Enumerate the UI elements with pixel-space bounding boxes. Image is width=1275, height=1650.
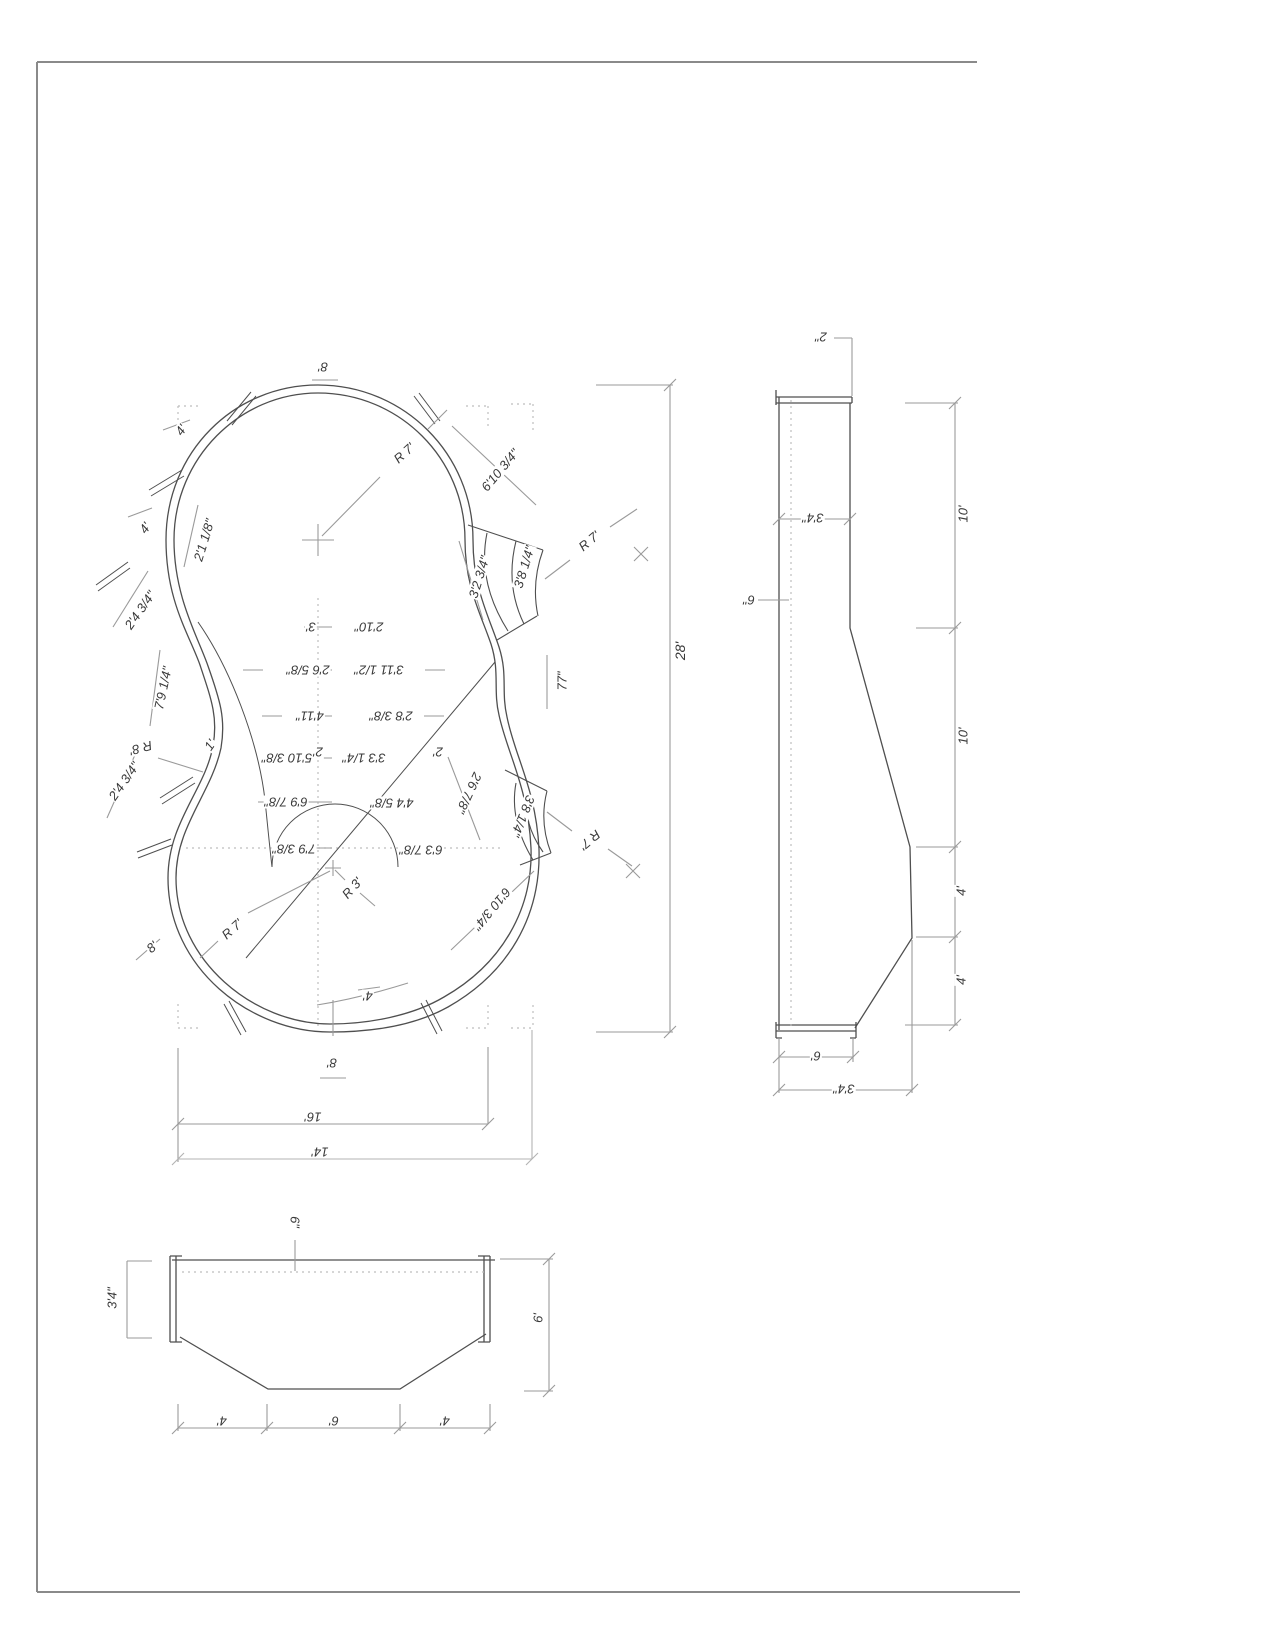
plan-bottom-offset-4: 4' [362, 988, 374, 1004]
plan-depth-row6-b: 6'3 7/8" [398, 842, 444, 858]
plan-depth-row4-d: 2' [432, 744, 444, 760]
profile-floor-line [849, 403, 913, 1029]
hopper-center-cross [325, 860, 341, 876]
plan-rim-top-right: 6'10 3/4" [478, 445, 522, 495]
r7-step-top-leader [544, 508, 638, 580]
pool-outline [165, 384, 540, 1033]
plan-radius-left-r8: R 8' [127, 737, 155, 759]
plan-width-16: 16' [303, 1109, 323, 1125]
side-lip-2: 2" [814, 329, 828, 345]
radius-leaders [199, 409, 649, 959]
pool-steps-upper [467, 524, 544, 641]
plan-depth-row2-a: 2'6 5/8" [285, 662, 331, 678]
r7-step-top-center [633, 546, 649, 562]
plan-step-top-a: 3'2 3/4" [465, 553, 493, 601]
side-shallow-depth: 3'4" [801, 510, 825, 526]
side-waterline-6: 6" [742, 592, 756, 608]
plan-depth-row4-c: 3'3 1/4" [341, 750, 387, 766]
profile-dimensions [758, 337, 962, 1097]
section-dimensions [126, 1240, 556, 1435]
dim-14ft [178, 1030, 533, 1160]
cs-bottom-4-right: 4' [439, 1413, 451, 1429]
r7-top-leader [321, 409, 448, 537]
dim-bottom-widths [177, 1404, 491, 1431]
dim-bottom [778, 940, 913, 1093]
plan-step-left-dim: 2'1 1/8" [190, 516, 218, 564]
dim-depth-6ft [500, 1258, 553, 1392]
plan-depth-row5-a: 6'9 7/8" [263, 794, 309, 810]
plan-length-28: 28' [672, 640, 688, 662]
plan-depth-row5-b: 4'4 5/8" [369, 795, 415, 811]
dim-wall-3ft4 [126, 1260, 152, 1339]
r3-leader [334, 869, 376, 907]
dim-28ft [596, 384, 673, 1033]
sheet-border [36, 61, 1020, 1593]
r7-step-bottom-leader [546, 811, 633, 867]
section-left-wall [169, 1255, 182, 1343]
plan-rim-bottom-right: 6'10 3/4" [470, 884, 514, 934]
r7-bottom-left-leader [199, 870, 331, 959]
plan-left-dim-b: 7'9 1/4" [151, 664, 175, 712]
profile-bottom-cap [775, 1022, 857, 1039]
plan-width-77: 77" [554, 670, 570, 692]
plan-depth-row2-b: 3'11 1/2" [353, 662, 405, 678]
plan-dimensions [171, 378, 677, 1166]
top-lobe-center-cross [302, 524, 334, 556]
plan-bottom-8: 8' [326, 1055, 338, 1071]
pool-cross-section-view [126, 1240, 556, 1435]
pool-steps-lower [504, 769, 552, 866]
side-seg-10-a: 10' [955, 504, 971, 524]
profile-top-cap [775, 390, 853, 405]
pool-long-profile-view [758, 337, 962, 1097]
section-floor [179, 1333, 487, 1390]
side-seg-4-a: 4' [953, 885, 969, 897]
plan-left-dim-a: 2'4 3/4" [121, 587, 159, 633]
plan-offset-left-4: 4' [136, 519, 154, 537]
plan-step-bottom-b: 3'8 1/4" [507, 792, 539, 840]
cs-wall-depth-3-4: 3'4" [104, 1286, 120, 1310]
plan-radius-bottom-left-r7: R 7' [218, 915, 246, 943]
section-right-wall [478, 1255, 491, 1343]
plan-waist-offset-1: 1' [201, 736, 219, 754]
plan-depth-row6-a: 7'9 3/8" [271, 841, 317, 857]
cs-waterline-6: 6" [287, 1215, 303, 1229]
dim-16ft [177, 1047, 489, 1162]
side-bottom-6: 6' [810, 1048, 822, 1064]
dim-right-segments [905, 402, 958, 1026]
profile-geometry [775, 390, 913, 1039]
side-bottom-3-4: 3'4" [832, 1081, 856, 1097]
plan-depth-row3-b: 2'8 3/8" [368, 708, 414, 724]
cs-depth-6: 6' [530, 1312, 546, 1324]
plan-depth-row4-b: 2' [312, 744, 324, 760]
plan-offset-top-left-4: 4' [172, 421, 190, 439]
plan-radius-top-r7: R 7' [390, 439, 418, 467]
plan-bottom-left-8: 8' [143, 938, 161, 956]
pool-floor-contours [197, 621, 496, 959]
plan-radius-step-bottom-r7: R 7' [576, 826, 604, 854]
side-seg-4-b: 4' [953, 974, 969, 986]
plan-left-dim-c: 2'4 3/4" [105, 758, 143, 804]
cs-bottom-4-left: 4' [216, 1413, 228, 1429]
cs-bottom-6: 6' [328, 1413, 340, 1429]
plan-radius-hopper-r3: R 3' [338, 874, 366, 902]
plan-step-top-b: 3'8 1/4" [510, 543, 538, 591]
plan-radius-step-top-r7: R 7' [575, 527, 603, 555]
plan-width-14: 14' [310, 1144, 330, 1160]
plan-depth-row1-a: 3' [305, 619, 317, 635]
plan-step-bottom-a: 2'6 7/8" [453, 769, 485, 817]
plan-top-length-8: 8' [317, 359, 329, 375]
plan-depth-row4-a: 5'10 3/8" [260, 750, 314, 766]
side-seg-10-b: 10' [955, 726, 971, 746]
dim-lip-2in [834, 337, 853, 396]
plan-depth-row3-a: 4'11" [295, 708, 325, 724]
r7-step-bottom-center [625, 863, 641, 879]
section-geometry [169, 1255, 495, 1390]
plan-depth-row1-b: 2'10" [353, 619, 385, 635]
wall-fitting-ticks [95, 391, 443, 1036]
pool-plan-view [95, 378, 677, 1166]
